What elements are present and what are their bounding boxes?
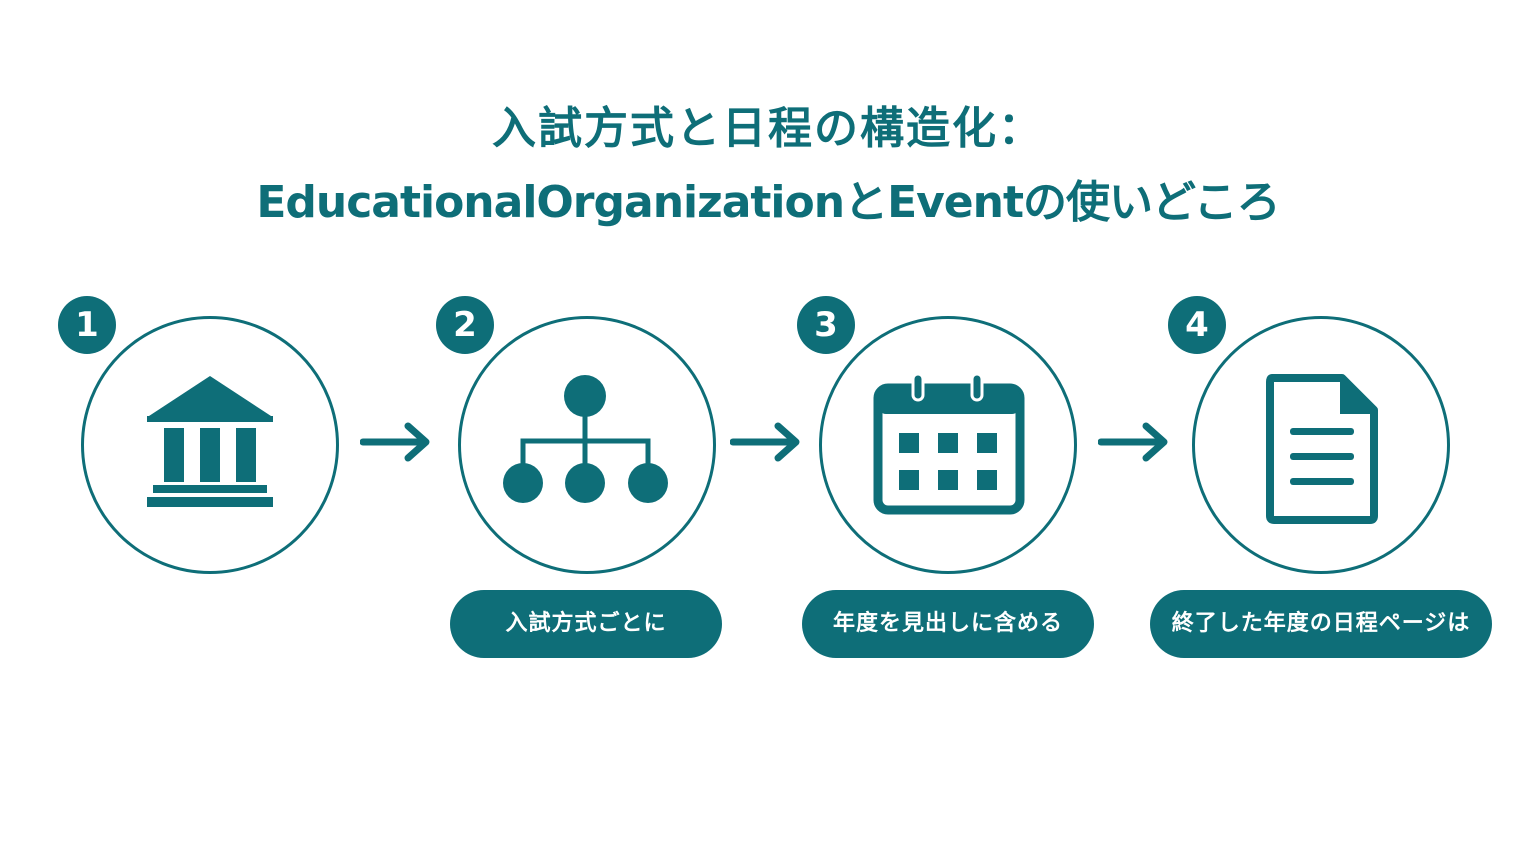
step-1-badge: 1 xyxy=(58,296,116,354)
step-4-badge: 4 xyxy=(1168,296,1226,354)
step-2 xyxy=(458,316,716,574)
step-4 xyxy=(1192,316,1450,574)
step-2-badge: 2 xyxy=(436,296,494,354)
step-2-label: 入試方式ごとに xyxy=(450,590,722,658)
step-1 xyxy=(81,316,339,574)
institution-building-icon xyxy=(147,376,273,507)
step-4-label: 終了した年度の日程ページは xyxy=(1150,590,1492,658)
arrow-right-icon xyxy=(360,422,430,462)
step-4-circle xyxy=(1192,316,1450,574)
hierarchy-tree-icon xyxy=(503,375,668,503)
calendar-icon xyxy=(873,372,1025,515)
title-line-1: 入試方式と日程の構造化： xyxy=(492,103,1044,154)
arrow-right-icon xyxy=(1098,422,1168,462)
step-3-badge: 3 xyxy=(797,296,855,354)
title-line-2: EducationalOrganizationとEventの使いどころ xyxy=(256,177,1280,228)
step-1-circle xyxy=(81,316,339,574)
step-3-label: 年度を見出しに含める xyxy=(802,590,1094,658)
step-3 xyxy=(819,316,1077,574)
step-3-circle xyxy=(819,316,1077,574)
document-icon xyxy=(1266,374,1378,524)
arrow-right-icon xyxy=(730,422,800,462)
